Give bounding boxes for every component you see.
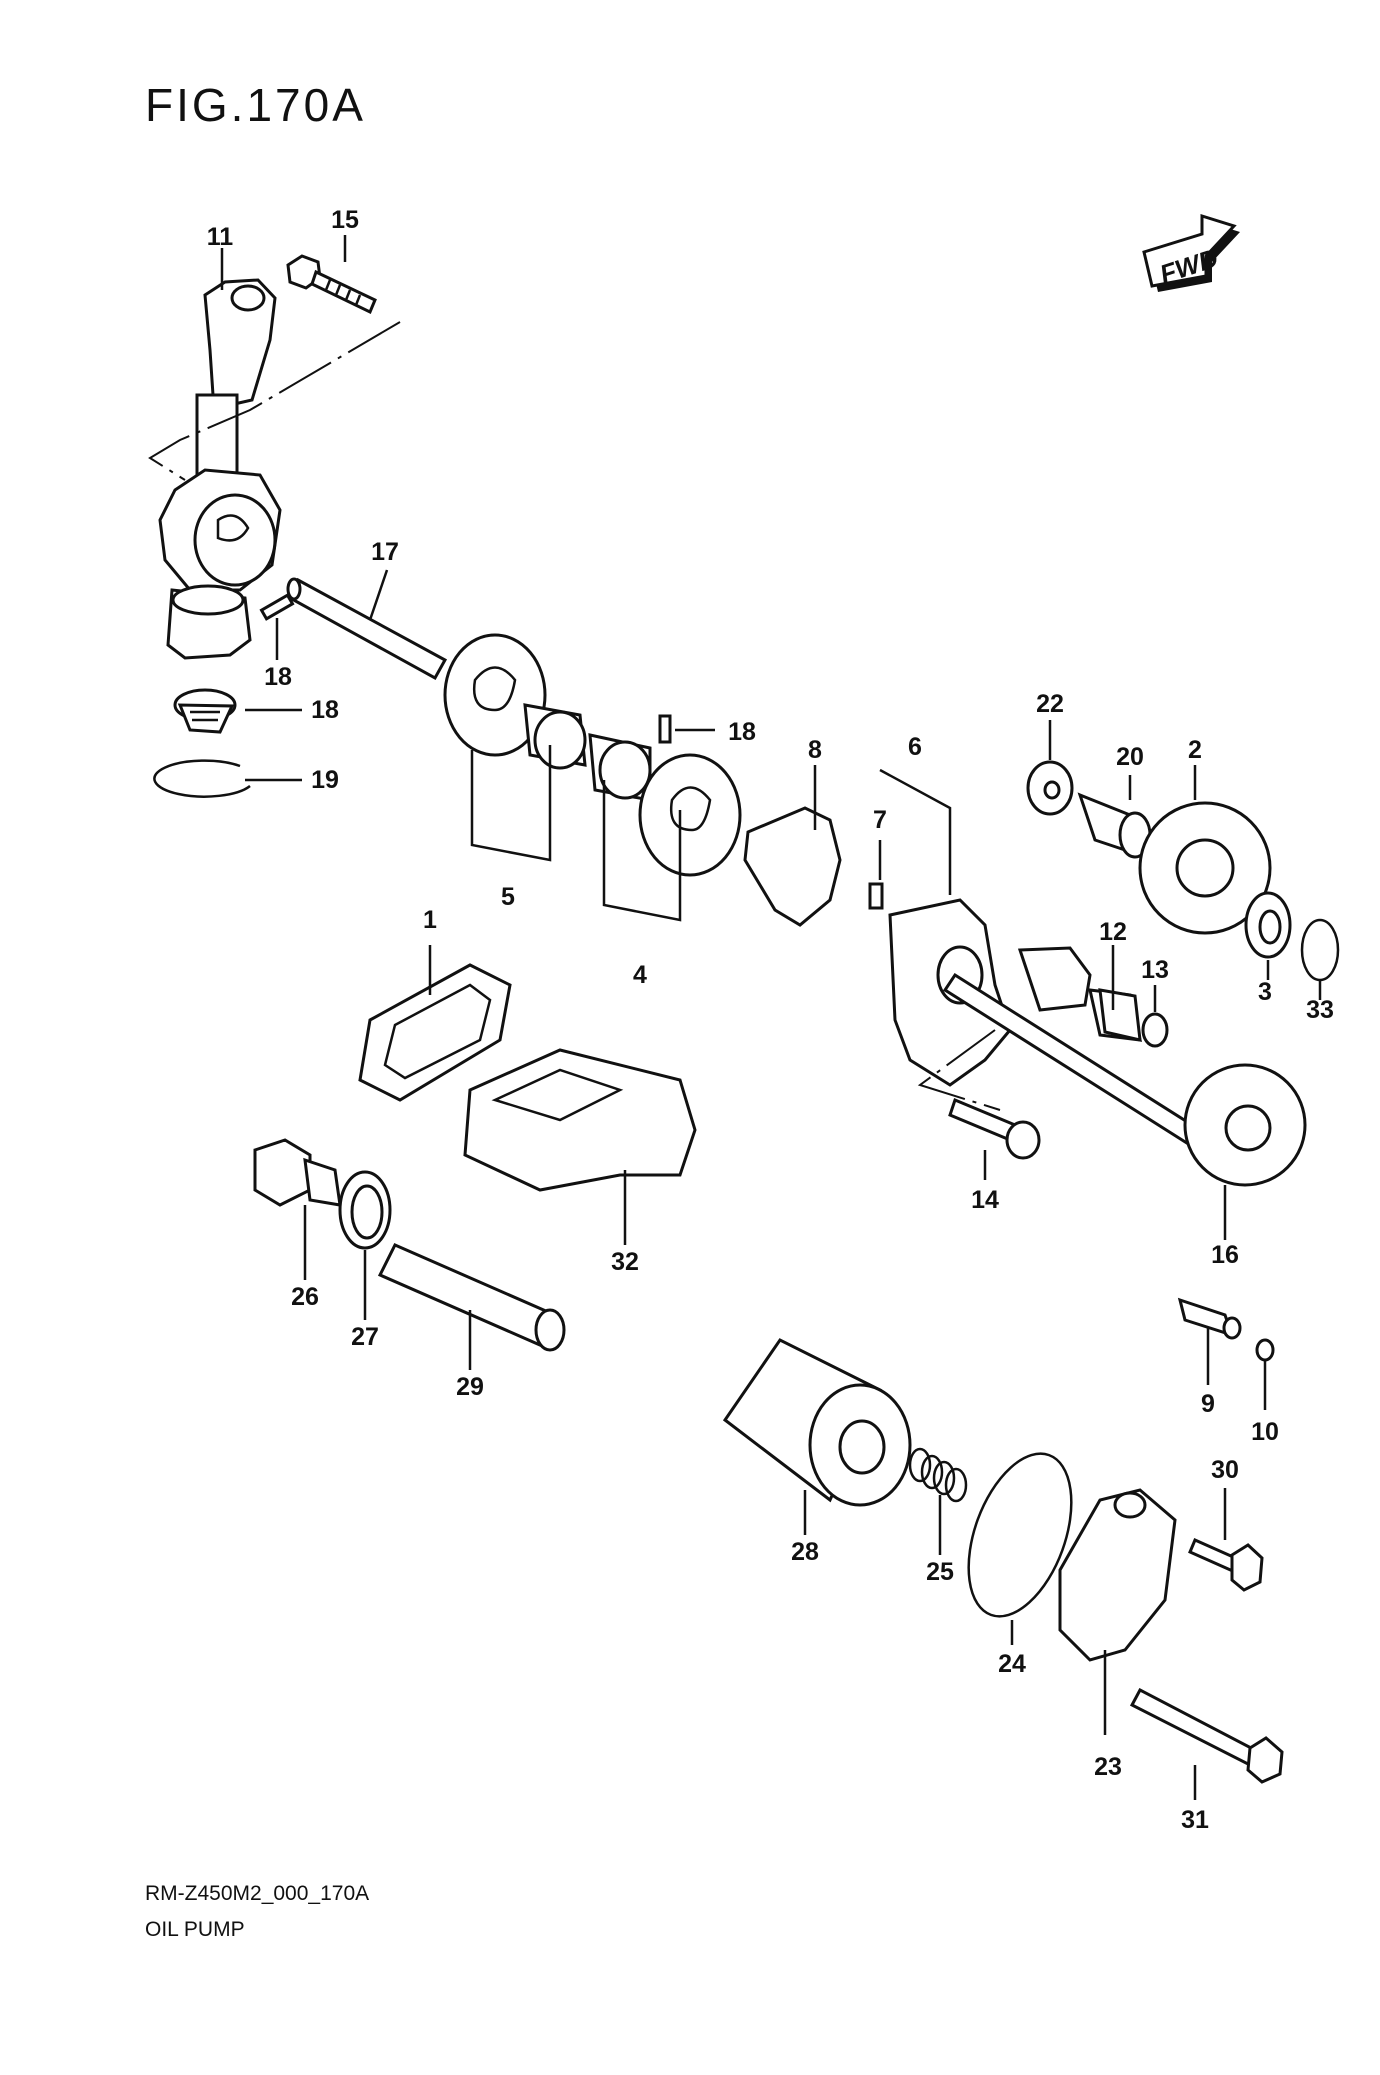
part-31-bolt [1129, 1687, 1284, 1784]
part-18-pin-upper [658, 714, 672, 744]
part-24-oring [967, 1452, 1073, 1618]
part-9-jet [1177, 1297, 1242, 1340]
part-19-strainer [173, 688, 237, 734]
figure-name: OIL PUMP [145, 1918, 245, 1941]
part-3-washer [1244, 891, 1292, 959]
part-21-fitting [1077, 792, 1152, 859]
callout-20: 19 [311, 766, 339, 794]
callout-28: 28 [791, 1538, 819, 1566]
callout-5: 5 [501, 883, 515, 911]
part-1-gasket [358, 963, 512, 1102]
part-10-oring [1255, 1338, 1275, 1362]
part-6-pump-body [888, 898, 1203, 1148]
callout-labels: 11 15 17 18 18 19 18 5 4 8 6 7 22 20 2 3… [207, 206, 1334, 1834]
callout-17: 17 [371, 538, 399, 566]
fwd-arrow-icon: FWD [1142, 213, 1240, 292]
callout-6: 6 [908, 733, 922, 761]
part-8-plate [743, 806, 842, 927]
part-29-screen [377, 1243, 566, 1352]
part-12-bushing [1098, 988, 1142, 1042]
callout-18-left: 18 [264, 663, 292, 691]
callout-14: 14 [971, 1186, 999, 1214]
callout-9: 9 [1201, 1390, 1215, 1418]
callout-1: 1 [423, 906, 437, 934]
callout-8: 8 [808, 736, 822, 764]
part-2-gear [1138, 801, 1272, 935]
callout-11: 11 [207, 223, 234, 251]
part-15-bolt [286, 254, 377, 315]
callout-23: 23 [1094, 1753, 1122, 1781]
part-16-gear [1183, 1063, 1307, 1187]
callout-15: 15 [331, 206, 359, 234]
callout-21: 20 [1116, 743, 1144, 771]
callout-16: 16 [1211, 1241, 1239, 1269]
callout-12: 12 [1099, 918, 1127, 946]
part-33-circlip [1300, 918, 1340, 982]
callout-32: 32 [611, 1248, 639, 1276]
part-4-rotor-set [588, 733, 742, 877]
part-25-spring [908, 1447, 968, 1503]
callout-13: 13 [1141, 956, 1169, 984]
callout-30: 30 [1211, 1456, 1239, 1484]
callout-3: 3 [1258, 978, 1272, 1006]
part-7-pin [868, 882, 884, 910]
model-code: RM-Z450M2_000_170A [145, 1882, 370, 1905]
callout-10: 10 [1251, 1418, 1279, 1446]
part-11-pickup-bracket [158, 278, 282, 660]
callout-25: 25 [926, 1558, 954, 1586]
leader-lines [220, 235, 1322, 1800]
part-23-filter-cover [1058, 1488, 1177, 1662]
figure-title: FIG.170A [145, 79, 366, 131]
part-5-rotor-set [443, 633, 587, 770]
part-13-oring [1141, 1012, 1169, 1048]
callout-4: 4 [633, 961, 647, 989]
part-30-bolt [1188, 1538, 1264, 1592]
callout-33: 33 [1306, 996, 1334, 1024]
callout-7: 7 [873, 806, 887, 834]
callout-26: 26 [291, 1283, 319, 1311]
callout-29: 29 [456, 1373, 484, 1401]
callout-27: 27 [351, 1323, 379, 1351]
part-18-pin-left [259, 593, 295, 621]
part-20-circlip [153, 759, 251, 798]
part-17-shaft [286, 577, 448, 681]
callout-2: 2 [1188, 736, 1202, 764]
callout-31: 31 [1181, 1806, 1209, 1834]
part-14-bolt [948, 1097, 1041, 1160]
part-27-gasket [338, 1170, 392, 1250]
callout-24: 24 [998, 1650, 1026, 1678]
part-28-oil-filter [722, 1338, 912, 1507]
part-26-plug [253, 1138, 342, 1207]
part-32-cover [463, 1048, 697, 1192]
part-22-washer [1026, 760, 1074, 816]
callout-19: 18 [311, 696, 339, 724]
callout-22: 22 [1036, 690, 1064, 718]
callout-18-upper: 18 [728, 718, 756, 746]
